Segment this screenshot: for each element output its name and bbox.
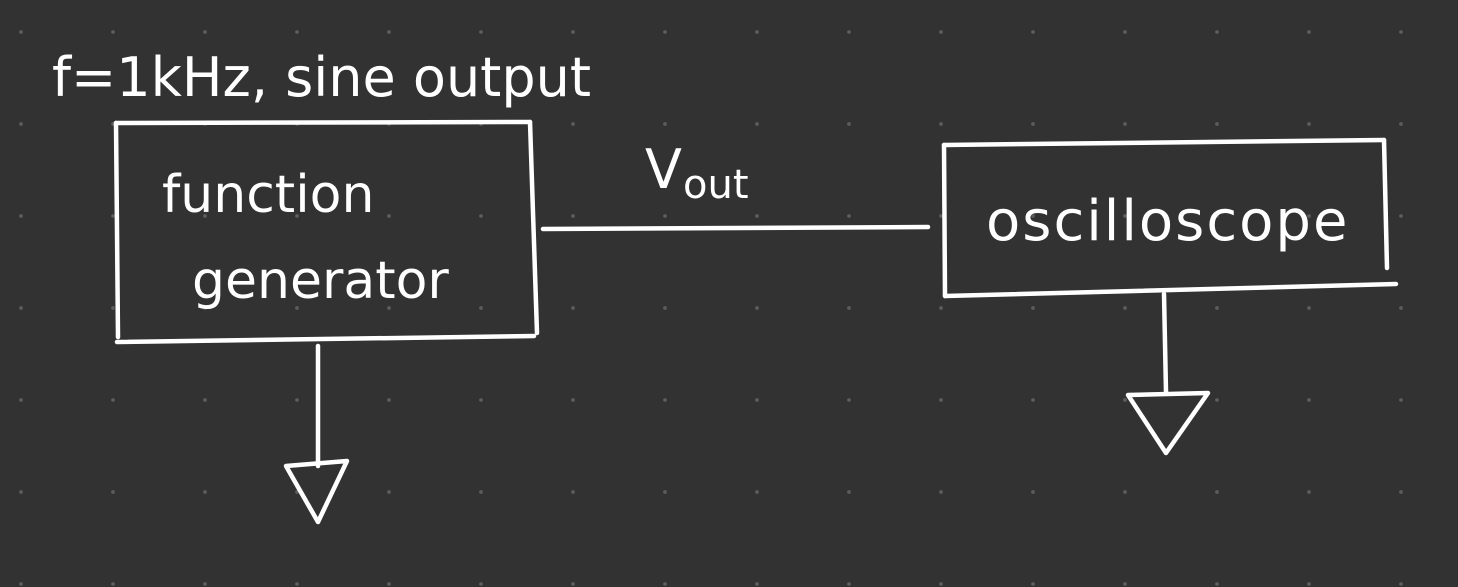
function-generator-label-line1: function bbox=[162, 165, 374, 225]
vout-label-symbol: V bbox=[645, 138, 682, 201]
oscilloscope-box-left bbox=[941, 142, 948, 299]
oscilloscope-label: oscilloscope bbox=[986, 189, 1349, 254]
oscilloscope-box-right bbox=[1381, 137, 1390, 271]
function-generator-box-left bbox=[113, 120, 121, 340]
function-generator-box-bottom bbox=[114, 333, 537, 345]
ground-icon bbox=[283, 343, 350, 525]
function-generator-box-top bbox=[113, 119, 533, 126]
oscilloscope-box-bottom bbox=[942, 281, 1399, 299]
frequency-annotation: f=1kHz, sine output bbox=[52, 46, 591, 109]
oscilloscope-box-top bbox=[941, 137, 1387, 148]
function-generator-label-line2: generator bbox=[192, 251, 449, 311]
signal-wire bbox=[540, 224, 931, 232]
ground-icon bbox=[1125, 291, 1211, 456]
vout-label-subscript: out bbox=[683, 162, 749, 208]
function-generator-box-right bbox=[527, 119, 540, 336]
